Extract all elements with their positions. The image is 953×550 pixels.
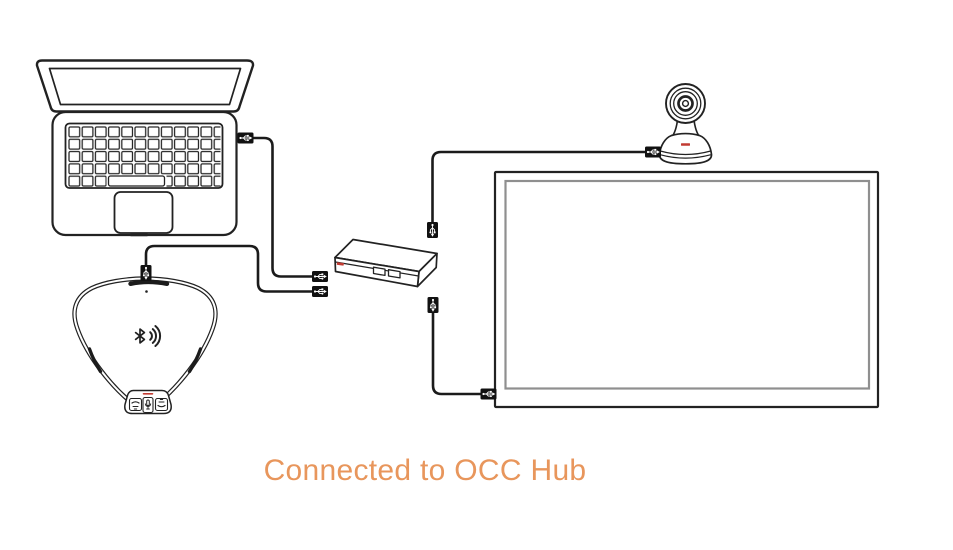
usb-connector-icon-hub-top xyxy=(426,221,439,239)
usb-connector-icon-hub-bottom xyxy=(427,296,439,314)
camera-illustration xyxy=(658,83,713,165)
speakerphone-illustration xyxy=(72,276,218,415)
bluetooth-icon xyxy=(134,325,162,347)
call-answer-button xyxy=(128,397,143,412)
cable-hub-to-tv xyxy=(431,311,482,396)
spacebar-key xyxy=(107,175,166,187)
microphone-button xyxy=(142,396,154,414)
laptop-keyboard xyxy=(64,122,224,189)
usb-connector-icon-hub-lower xyxy=(311,285,329,298)
usb-slot xyxy=(128,279,170,286)
tv-screen xyxy=(504,179,871,390)
camera-logo-mark xyxy=(681,143,690,146)
laptop-illustration xyxy=(35,59,255,237)
usb-connector-icon-camera xyxy=(644,146,662,158)
tv-illustration xyxy=(493,170,880,409)
cable-laptop-to-hub xyxy=(252,136,314,278)
usb-connector-icon-hub-upper xyxy=(311,270,329,283)
connection-caption: Connected to OCC Hub xyxy=(263,454,587,487)
cable-speakerphone-to-hub xyxy=(144,244,314,293)
cable-hub-to-camera xyxy=(431,150,647,224)
status-led xyxy=(145,290,148,293)
laptop-screen xyxy=(35,59,255,113)
usb-connector-icon-speakerphone xyxy=(140,264,152,282)
call-end-button xyxy=(154,397,169,412)
left-mic-slot xyxy=(87,347,103,374)
camera-base xyxy=(658,132,713,165)
usb-hub-illustration xyxy=(334,238,438,288)
laptop-base xyxy=(51,110,238,237)
usb-connector-icon-tv xyxy=(480,388,497,400)
right-mic-slot xyxy=(187,347,203,374)
laptop-trackpad xyxy=(113,191,174,234)
hub-logo-mark xyxy=(336,262,344,266)
speakerphone-control-panel xyxy=(124,389,172,415)
usb-connector-icon-laptop xyxy=(237,132,254,144)
hub-usb-ports xyxy=(372,266,401,279)
camera-lens xyxy=(665,83,706,124)
